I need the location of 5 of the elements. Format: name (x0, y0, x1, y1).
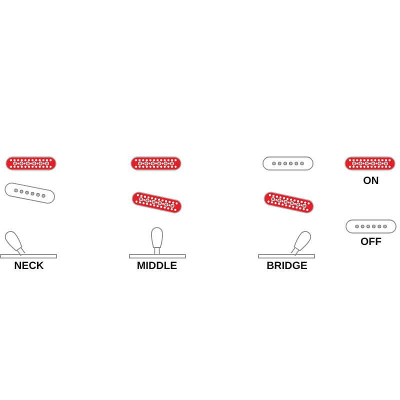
legend-label: OFF (360, 236, 382, 248)
position-label: MIDDLE (136, 260, 178, 272)
position-label: BRIDGE (266, 260, 308, 272)
legend-label: ON (363, 175, 379, 187)
position-label: NECK (14, 260, 44, 272)
